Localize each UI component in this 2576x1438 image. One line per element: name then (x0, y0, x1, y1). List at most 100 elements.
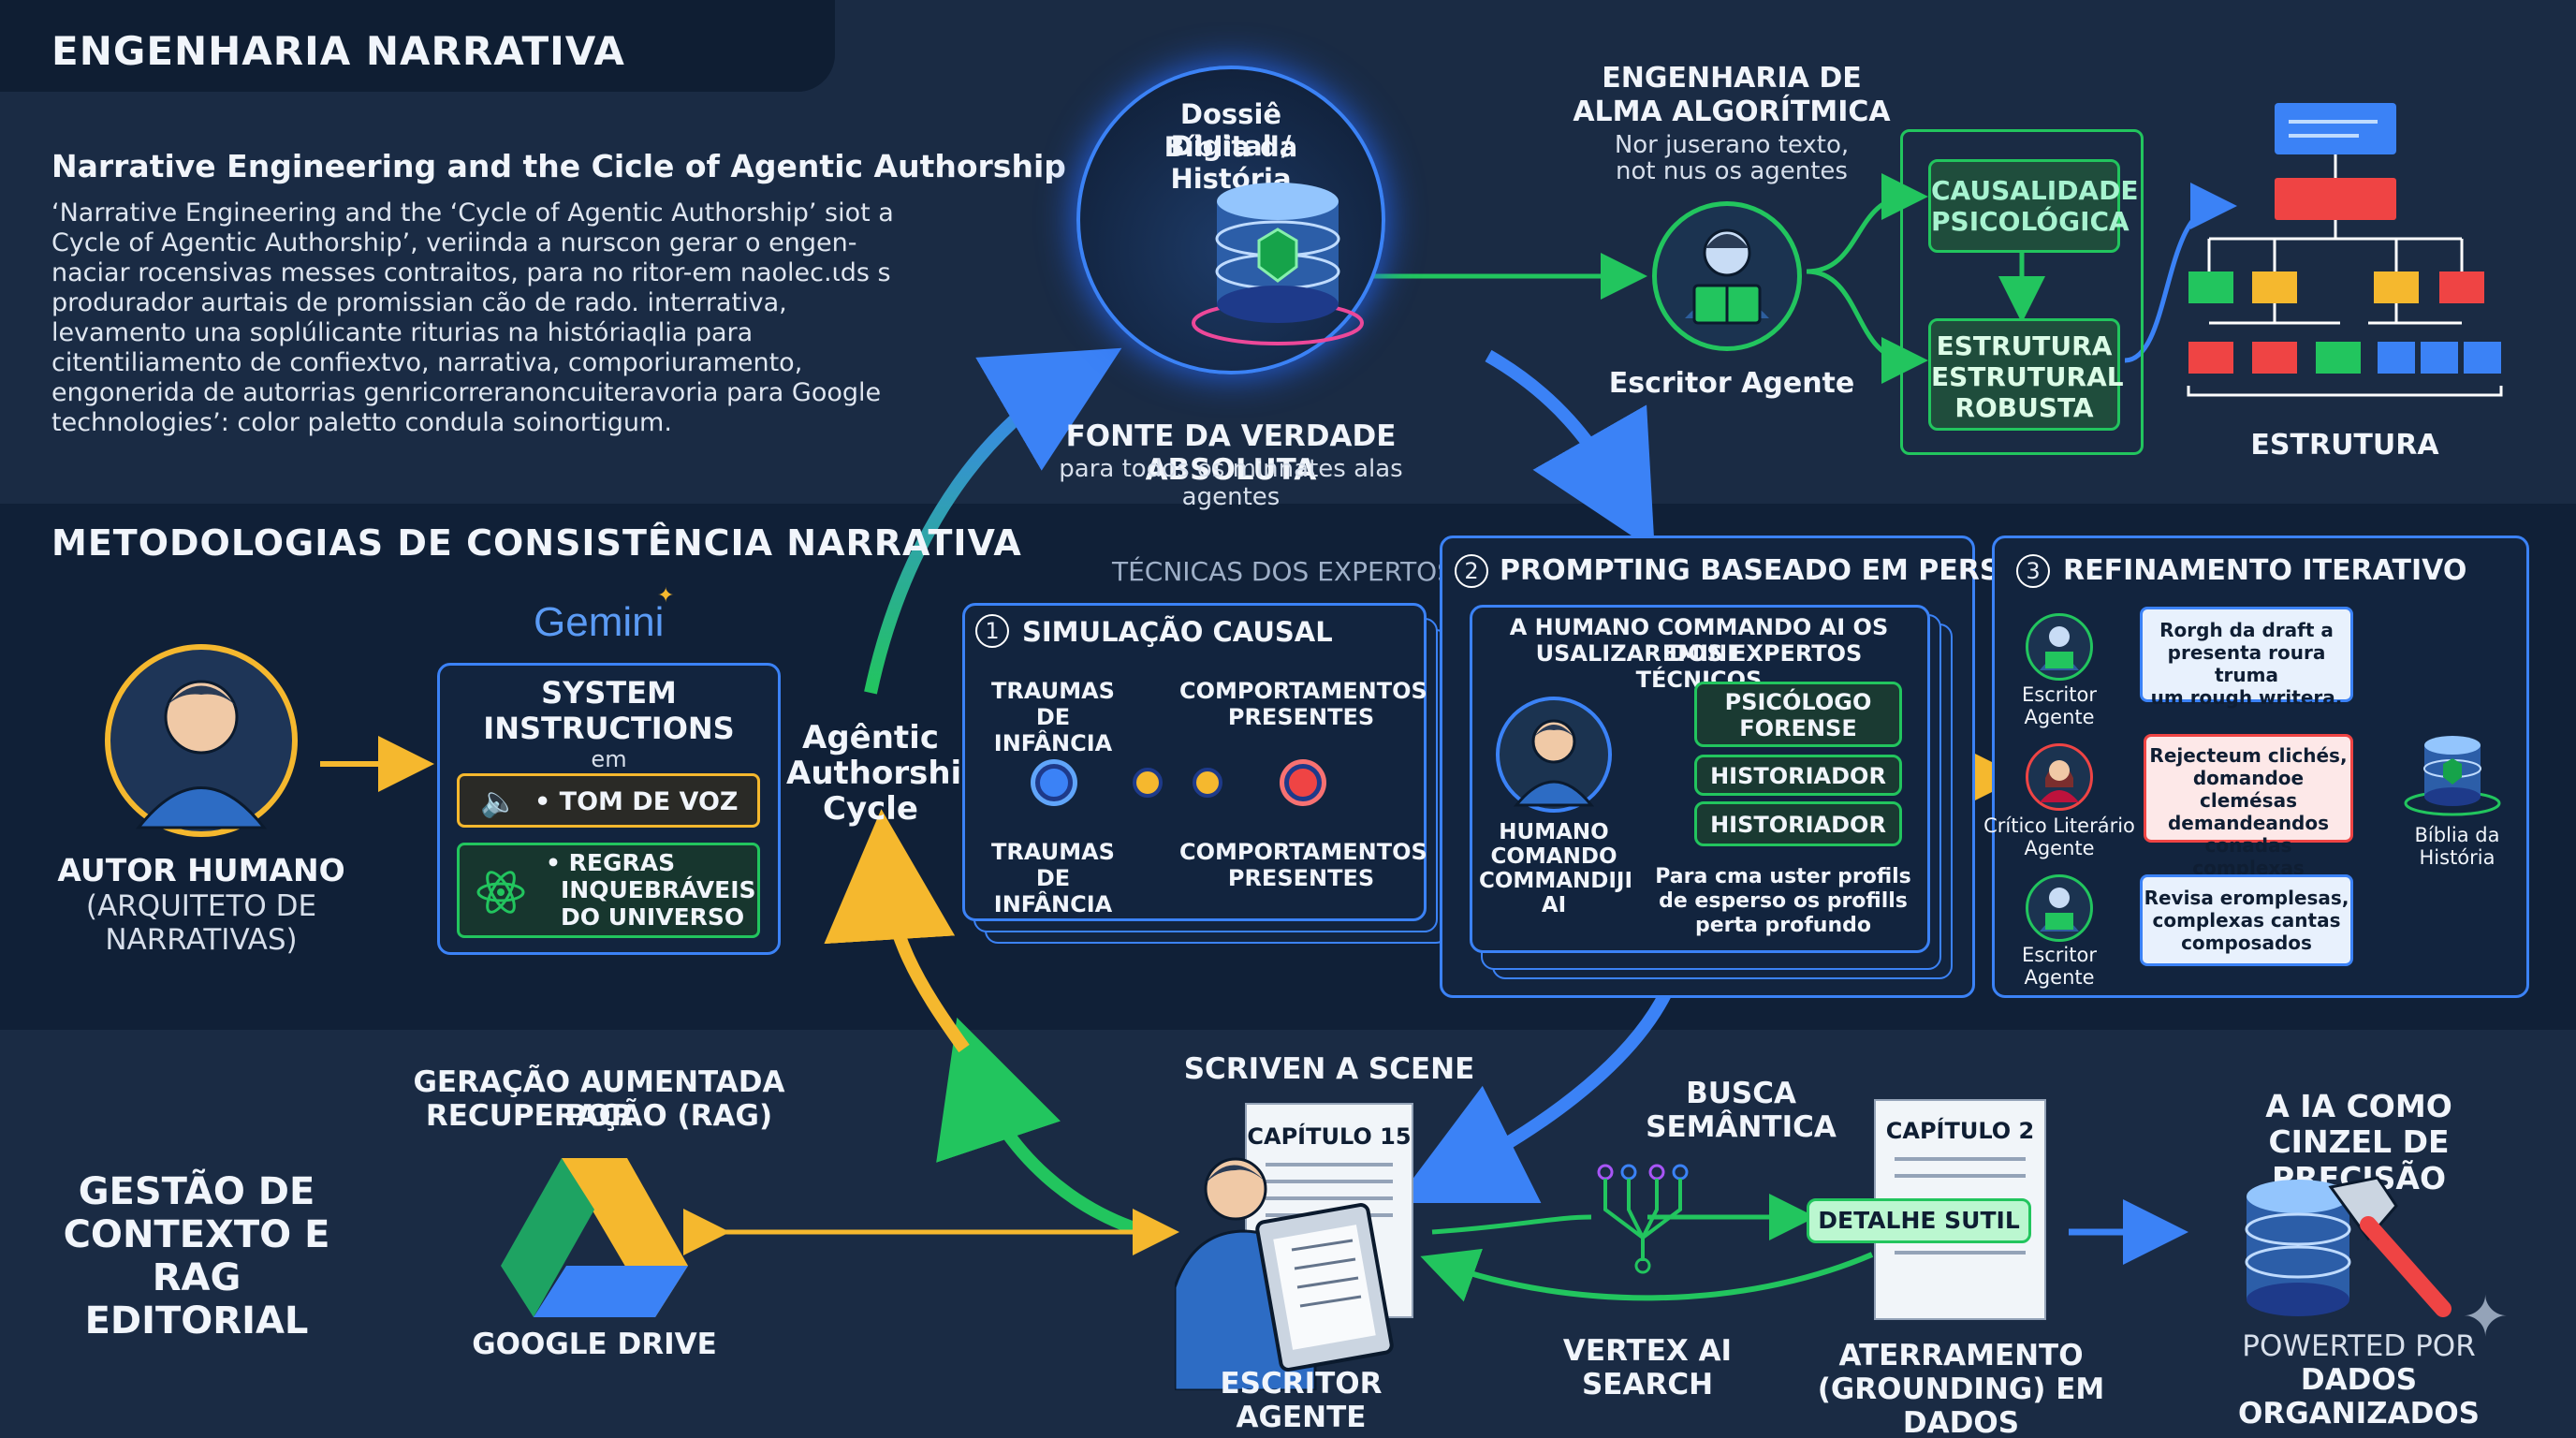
gemini-logo: Gemini (534, 599, 665, 645)
panel1-causal-simulation (962, 603, 1427, 921)
soul-container (1900, 129, 2144, 455)
p3-critic-1: Crítico Literário (1983, 814, 2135, 837)
p2-note-1: Para cma uster profils (1655, 865, 1911, 888)
p3-bible-1: Bíblia da (2414, 824, 2500, 846)
p2-human-3: COMMANDIJI (1479, 869, 1633, 893)
chapter2-label: CAPÍTULO 2 (1885, 1118, 2035, 1144)
msg1-line-3: um rough writera. (2150, 686, 2343, 709)
p3-agent3-1: Escritor (2022, 944, 2097, 966)
p1-comp-top-2: PRESENTES (1227, 704, 1375, 730)
p3-critic-avatar (2026, 743, 2093, 811)
database-icon (1192, 183, 1364, 345)
p2-human-1: HUMANO (1499, 820, 1609, 844)
author-sub-2: NARRATIVAS) (105, 923, 298, 957)
sys-em: em (591, 746, 627, 772)
bible-database-icon (2404, 736, 2501, 816)
author-label: AUTOR HUMANO (57, 852, 345, 888)
panel1-number: 1 (975, 614, 1009, 648)
p2-human-avatar (1496, 697, 1612, 813)
p3-writer-avatar-2 (2026, 874, 2093, 942)
subtle-detail-badge: DETALHE SUTIL (1807, 1198, 2031, 1243)
cycle-label-3: Cycle (823, 790, 918, 828)
busca-line-1: BUSCA (1686, 1077, 1796, 1110)
p2-note-2: de esperso os profills (1659, 889, 1908, 913)
causal-line-2: PSICOLÓGICA (1931, 206, 2130, 237)
p2-human-2: COMANDO (1490, 844, 1617, 869)
p3-agent3-2: Agente (2024, 966, 2095, 989)
panel2-number: 2 (1455, 554, 1488, 588)
p3-writer-avatar-1 (2026, 613, 2093, 681)
ia-line-2: CINZEL DE PRECISÃO (2268, 1123, 2450, 1196)
detalhe-label: DETALHE SUTIL (1818, 1207, 2020, 1234)
writer-agent-avatar (1652, 201, 1802, 351)
opt1-line-2: FORENSE (1739, 715, 1857, 741)
msg-revise: Revisa eromplesas, complexas cantas comp… (2140, 874, 2353, 966)
rag-line-1: GERAÇÃO AUMENTADA POR (413, 1065, 785, 1133)
struct-line-3: ROBUSTA (1954, 392, 2094, 423)
gestao-line-3: RAG EDITORIAL (84, 1256, 309, 1343)
vertex-label: VERTEX AI SEARCH (1562, 1334, 1733, 1401)
p3-critic-2: Agente (2024, 837, 2095, 859)
msg3-line-3: composados (2181, 932, 2312, 954)
opt3-label: HISTORIADOR (1710, 812, 1886, 838)
msg2-line-4: conadas complexas (2192, 834, 2305, 879)
struct-line-2: ESTRUTURAL (1931, 361, 2124, 392)
structure-tree-icon (2187, 103, 2503, 397)
msg1-line-1: Rorgh da draft a (2159, 619, 2334, 641)
methods-title: METODOLOGIAS DE CONSISTÊNCIA NARRATIVA (51, 522, 1022, 564)
techniques-label: TÉCNICAS DOS EXPERTOS (1112, 556, 1454, 587)
p3-agent1-1: Escritor (2022, 683, 2097, 706)
p2-sub-1: A HUMANO COMMANDO AI OS EMINI (1509, 614, 1889, 667)
reading-person-icon (2040, 626, 2079, 670)
page-subtitle: Narrative Engineering and the Cicle of A… (51, 148, 1066, 184)
soul-sub-2: not nus os agentes (1616, 157, 1848, 185)
msg3-line-1: Revisa eromplesas, (2144, 887, 2349, 909)
p3-bible-2: História (2419, 846, 2496, 869)
person-icon (1513, 719, 1595, 807)
soul-title-1: ENGENHARIA DE (1602, 62, 1862, 95)
soul-agent-label: Escritor Agente (1608, 367, 1855, 400)
p2-human-4: AI (1541, 893, 1567, 917)
dossier-caption-sub: para todos os minnates alas agentes (1059, 455, 1403, 511)
database-chisel-icon (2245, 1176, 2452, 1317)
rules-line-1: • REGRAS (546, 849, 676, 876)
panel3-number: 3 (2016, 554, 2050, 588)
structure-box: ESTRUTURA ESTRUTURAL ROBUSTA (1928, 318, 2124, 431)
msg1-line-2: presenta roura truma (2167, 641, 2326, 686)
ia-line-1: A IA COMO (2265, 1088, 2452, 1124)
sys-line-2: INSTRUCTIONS (483, 711, 735, 746)
rag-line-2: RECUPERAÇÃO (RAG) (425, 1099, 773, 1133)
semantic-network-icon (1597, 1164, 1689, 1274)
writer-label: ESCRITOR AGENTE (1220, 1367, 1383, 1434)
reading-person-icon (1685, 228, 1769, 325)
tree-label: ESTRUTURA (2250, 429, 2439, 462)
msg2-line-2: domandoe clemésas (2192, 767, 2305, 812)
p1-traumas-bot-2: DE INFÂNCIA (993, 865, 1113, 917)
gestao-line-2: CONTEXTO E (63, 1213, 330, 1256)
author-avatar (105, 644, 298, 837)
p2-note-3: perta profundo (1694, 914, 1871, 937)
struct-line-1: ESTRUTURA (1936, 330, 2113, 361)
gestao-line-1: GESTÃO DE (78, 1170, 315, 1213)
p3-agent1-2: Agente (2024, 706, 2095, 728)
panel2-title: PROMPTING BASEADO EM PERSONA (1500, 554, 2070, 587)
busca-line-2: SEMÂNTICA (1646, 1110, 1837, 1144)
p1-node-blue (1035, 764, 1073, 801)
rules-line-2: INQUEBRÁVEIS (561, 876, 756, 903)
reading-person-icon (2040, 888, 2079, 932)
msg-rough-draft: Rorgh da draft a presenta roura truma um… (2140, 607, 2353, 709)
chapter15-label: CAPÍTULO 15 (1247, 1123, 1412, 1150)
sparkle-icon: ✦ (657, 584, 675, 608)
dossier-caption: FONTE DA VERDADE ABSOLUTA (1065, 419, 1397, 487)
drive-label: GOOGLE DRIVE (472, 1328, 717, 1361)
title-tab (0, 0, 835, 92)
sys-line-1: SYSTEM (541, 675, 677, 711)
soul-sub-1: Nor juserano texto, (1614, 131, 1850, 159)
powered-line-1: POWERTED POR (2242, 1329, 2476, 1363)
option-psychologist: PSICÓLOGO FORENSE (1694, 682, 1902, 747)
p1-node-red (1284, 764, 1322, 801)
powered-line-2: DADOS ORGANIZADOS (2237, 1363, 2481, 1431)
rules-line-3: DO UNIVERSO (561, 903, 745, 931)
tone-label: • TOM DE VOZ (534, 787, 739, 816)
p1-traumas-top-2: DE INFÂNCIA (993, 704, 1113, 756)
